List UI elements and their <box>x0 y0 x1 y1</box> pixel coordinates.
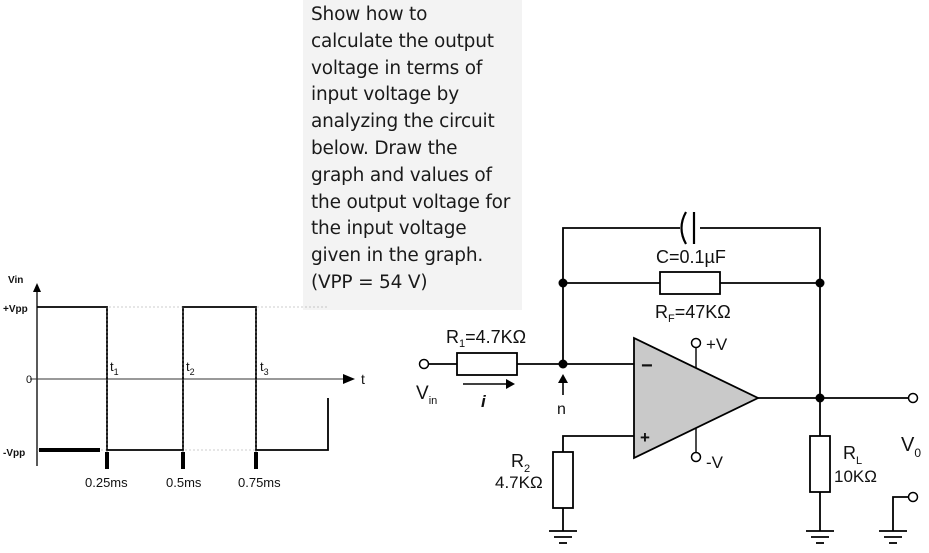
t1-tick <box>105 452 109 469</box>
time-axis-label: t <box>361 371 365 387</box>
vo-label: V0 <box>901 434 921 460</box>
zero-label: 0 <box>26 374 32 386</box>
time-axis-arrow <box>343 374 355 384</box>
r1-label: R1=4.7KΩ <box>446 327 526 350</box>
plus-vpp-label: +Vpp <box>3 304 28 315</box>
plus-supply-label: +V <box>706 335 728 354</box>
circuit-fills <box>418 278 919 503</box>
rl-value: 10KΩ <box>834 467 877 486</box>
vin-terminal <box>418 358 430 370</box>
cap-right-wire <box>700 227 821 398</box>
waveform-graph: Vin +Vpp 0 -Vpp t t1 t2 t3 0.25ms 0.5ms … <box>3 275 365 490</box>
junction-output <box>815 393 825 403</box>
capacitor-curved-plate <box>680 211 687 245</box>
r1-resistor <box>456 352 518 376</box>
cap-left-wire <box>562 227 680 364</box>
node-label: n <box>557 401 566 418</box>
time-label-025: 0.25ms <box>85 475 128 490</box>
t2-tick <box>181 452 185 469</box>
t3-tick <box>254 452 258 469</box>
ground-symbol-vo <box>879 530 907 544</box>
inverting-input-symbol: − <box>641 355 653 377</box>
ground-symbol-rl <box>806 530 834 544</box>
vo-terminal-top <box>907 392 919 404</box>
r2-resistor <box>552 451 574 509</box>
vin-label: Vin <box>416 383 437 407</box>
minus-supply-label: -V <box>706 453 724 472</box>
ground-symbol-r2 <box>549 530 577 544</box>
minus-supply-terminal <box>690 451 702 463</box>
rf-label: RF=47KΩ <box>655 302 731 325</box>
time-label-05: 0.5ms <box>166 475 202 490</box>
non-inverting-input-symbol: + <box>640 428 650 447</box>
junction-rf-left <box>558 278 568 288</box>
plus-supply-terminal <box>690 337 702 349</box>
time-label-075: 0.75ms <box>238 475 281 490</box>
current-arrow-head <box>506 379 515 389</box>
node-arrow-head <box>558 374 568 383</box>
minus-vpp-label: -Vpp <box>3 448 25 459</box>
question-text: Show how to calculate the output voltage… <box>303 0 522 310</box>
r2-value: 4.7KΩ <box>495 473 543 492</box>
vo-terminal-bottom <box>907 491 919 503</box>
junction-inverting <box>558 359 568 369</box>
current-label: i <box>481 392 487 411</box>
rl-label: RL <box>843 443 862 467</box>
r2-label: R2 <box>511 451 530 475</box>
rl-resistor <box>809 435 831 493</box>
vin-axis-arrow <box>33 283 41 292</box>
vin-axis-label: Vin <box>8 275 23 286</box>
t3-label: t3 <box>260 359 269 377</box>
rf-resistor <box>659 271 721 295</box>
circuit-diagram <box>428 211 909 544</box>
vo-ground-wire <box>892 496 909 531</box>
t1-label: t1 <box>110 359 119 377</box>
non-inverting-input-wire <box>562 435 634 452</box>
t2-label: t2 <box>186 359 195 377</box>
capacitor-label: C=0.1µF <box>656 247 726 267</box>
junction-rf-right <box>815 278 825 288</box>
